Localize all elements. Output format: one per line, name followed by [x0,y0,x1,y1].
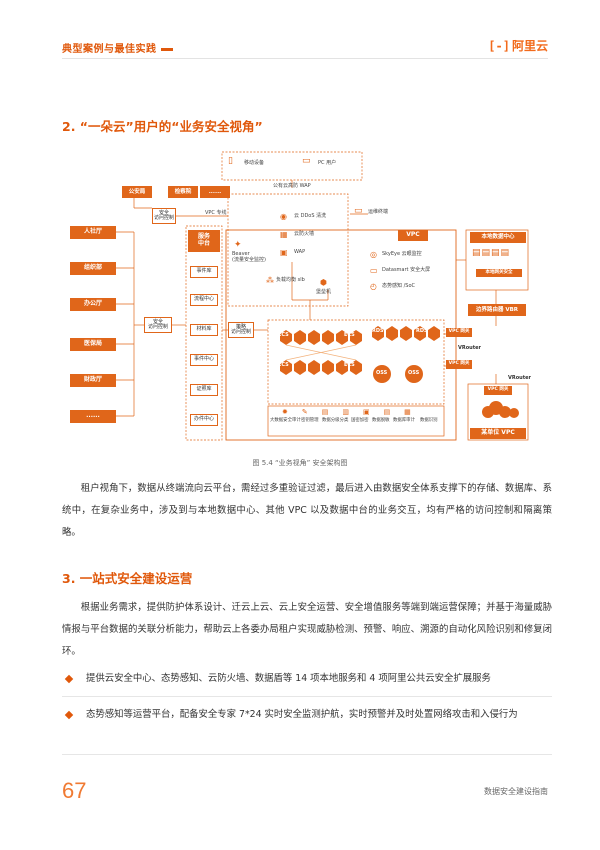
vrouter-label-1: VRouter [458,345,481,351]
local-gateway-security: 本地网关安全 [476,269,522,277]
data-tool-masking: 数据脱敏 [372,418,390,423]
wap-icon: ▣ [280,248,288,257]
datasmart-label: Datasmart 安全大屏 [382,267,431,273]
data-tool-identification: 数据识别 [420,418,438,423]
ecs-label-4: ECS [344,362,355,368]
header-accent-bar [160,47,173,51]
bullet-text: 提供云安全中心、态势感知、云防火墙、数据盾等 14 项本地服务和 4 项阿里公共… [86,673,491,684]
bullet-divider [62,754,552,755]
aliyun-logo: [-] 阿里云 [488,37,548,54]
service-item-event-lib: 事件库 [190,266,218,278]
bullet-divider [62,696,552,697]
ecs-label-1: ECS [278,332,289,338]
bastion-icon: ⬢ [320,278,327,287]
service-item-process-center: 流程中心 [190,294,218,306]
safe-access-control-top: 安全 访问控制 [152,208,176,224]
soc-label: 态势感知 /SoC [382,283,415,289]
skyeye-icon: ◎ [370,250,377,259]
firewall-label: 云防火墙 [294,231,315,237]
local-data-center: 本地数据中心 [470,232,526,243]
firewall-icon: ▦ [280,230,288,239]
ops-terminal-label: 运维终端 [368,209,389,215]
ddos-label: 云 DDoS 清洗 [294,213,327,219]
page-number: 67 [62,778,87,803]
oss-label-2: OSS [408,370,420,376]
unit-vpc: 某单位 VPC [470,428,526,439]
border-router-vbr: 边界路由器 VBR [468,304,526,316]
department-medical-insurance: 医保局 [70,338,116,351]
agency-procuratorate: 检察院 [168,186,198,198]
data-tool-big-data-audit: 大数据安全审计 [270,418,301,423]
wap-label: WAP [294,249,306,255]
device-mobile-label: 移动设备 [244,160,265,166]
diamond-bullet-icon [64,710,74,720]
vpc-gateway-1: VPC 网关 [446,328,472,337]
rds-label-2: RDS [416,328,428,334]
soc-icon: ◴ [370,282,377,291]
section-heading-2: 2. “一朵云”用户的“业务安全视角” [62,119,263,134]
aliyun-logo-text: 阿里云 [511,39,548,53]
beaver-label: Beaver (流量安全监控) [232,251,266,263]
skyeye-label: SkyEye 云眼监控 [382,251,422,257]
diagram-lines [116,151,529,441]
department-organization: 组织部 [70,262,116,275]
architecture-diagram: 移动设备 PC 用户 ▯ ▭ 公有云高防 WAP 公安局 检察院 ...... … [68,150,531,446]
section-heading-3: 3. 一站式安全建设运营 [62,571,193,586]
slb-label: 负载均衡 slb [276,277,305,283]
safe-access-control-left: 安全 访问控制 [144,317,172,333]
paragraph-operations: 根据业务需求，提供防护体系设计、迁云上云、云上安全运营、安全增值服务等端到端运营… [62,602,552,657]
beaver-icon: ✦ [234,240,242,250]
agency-police: 公安局 [122,186,152,198]
ops-terminal-icon: ▭ [354,206,363,216]
bullet-text: 态势感知等运营平台，配备安全专家 7*24 实时安全监测护航，实时预警并及时处置… [86,709,518,720]
bastion-label: 堡垒机 [316,289,332,295]
slb-icon: ⁂ [266,276,274,285]
vpc-badge: VPC [398,230,428,241]
ecs-label-2: ECS [344,332,355,338]
agency-more: ...... [200,186,230,198]
data-tool-key-management: 密钥管理 [301,418,319,423]
running-header-text: 典型案例与最佳实践 [62,44,157,55]
device-pc-label: PC 用户 [318,160,337,166]
diamond-bullet-icon [64,674,74,684]
aliyun-logo-icon: [-] [488,38,510,53]
vpc-gateway-3: VPC 网关 [484,386,512,395]
vrouter-label-2: VRouter [508,375,531,381]
figure-caption: 图 5.4 “业务视角” 安全架构图 [252,459,348,467]
oss-label-1: OSS [376,370,388,376]
service-center-title: 服务 中台 [188,230,220,252]
vpc-line-label: VPC 专线 [205,210,227,216]
running-header-title: 典型案例与最佳实践 [62,40,173,55]
datasmart-icon: ▭ [370,266,378,275]
bullet-item: 提供云安全中心、态势感知、云防火墙、数据盾等 14 项本地服务和 4 项阿里公共… [62,668,552,690]
department-general-office: 办公厅 [70,298,116,311]
vpc-gateway-2: VPC 网关 [446,360,472,369]
paragraph-tenant-view: 租户视角下，数据从终端流向云平台，需经过多重验证过滤，最后进入由数据安全体系支撑… [62,483,552,538]
service-item-event-center: 事件中心 [190,354,218,366]
rds-label-1: RDS [372,328,384,334]
data-tool-icons: ✹✎▤▥▣▤▦ [282,408,425,416]
service-item-license-lib: 证照库 [190,384,218,396]
public-wap-label: 公有云高防 WAP [273,183,311,189]
footer-title: 数据安全建设指南 [484,787,548,796]
ecs-label-3: ECS [278,362,289,368]
department-more: ...... [70,410,116,423]
data-tool-classification: 数据分级分类 [322,418,349,423]
header-divider [62,58,548,59]
page-header: 典型案例与最佳实践 [-] 阿里云 [0,0,600,62]
department-hrss: 人社厅 [70,226,116,239]
data-tool-sm-encryption: 国密加密 [351,418,369,423]
strategy-access-control: 策略 访问控制 [228,322,254,338]
bullet-item: 态势感知等运营平台，配备安全专家 7*24 实时安全监测护航，实时预警并及时处置… [62,704,552,726]
data-tool-db-audit: 数据库审计 [393,418,415,423]
monitor-icon: ▭ [302,156,311,166]
mobile-icon: ▯ [228,156,233,166]
department-finance: 财政厅 [70,374,116,387]
server-icons: ▤▤▤▤ [472,248,511,258]
service-item-material-lib: 材料库 [190,324,218,336]
ddos-icon: ◉ [280,212,287,221]
service-item-case-center: 办件中心 [190,414,218,426]
